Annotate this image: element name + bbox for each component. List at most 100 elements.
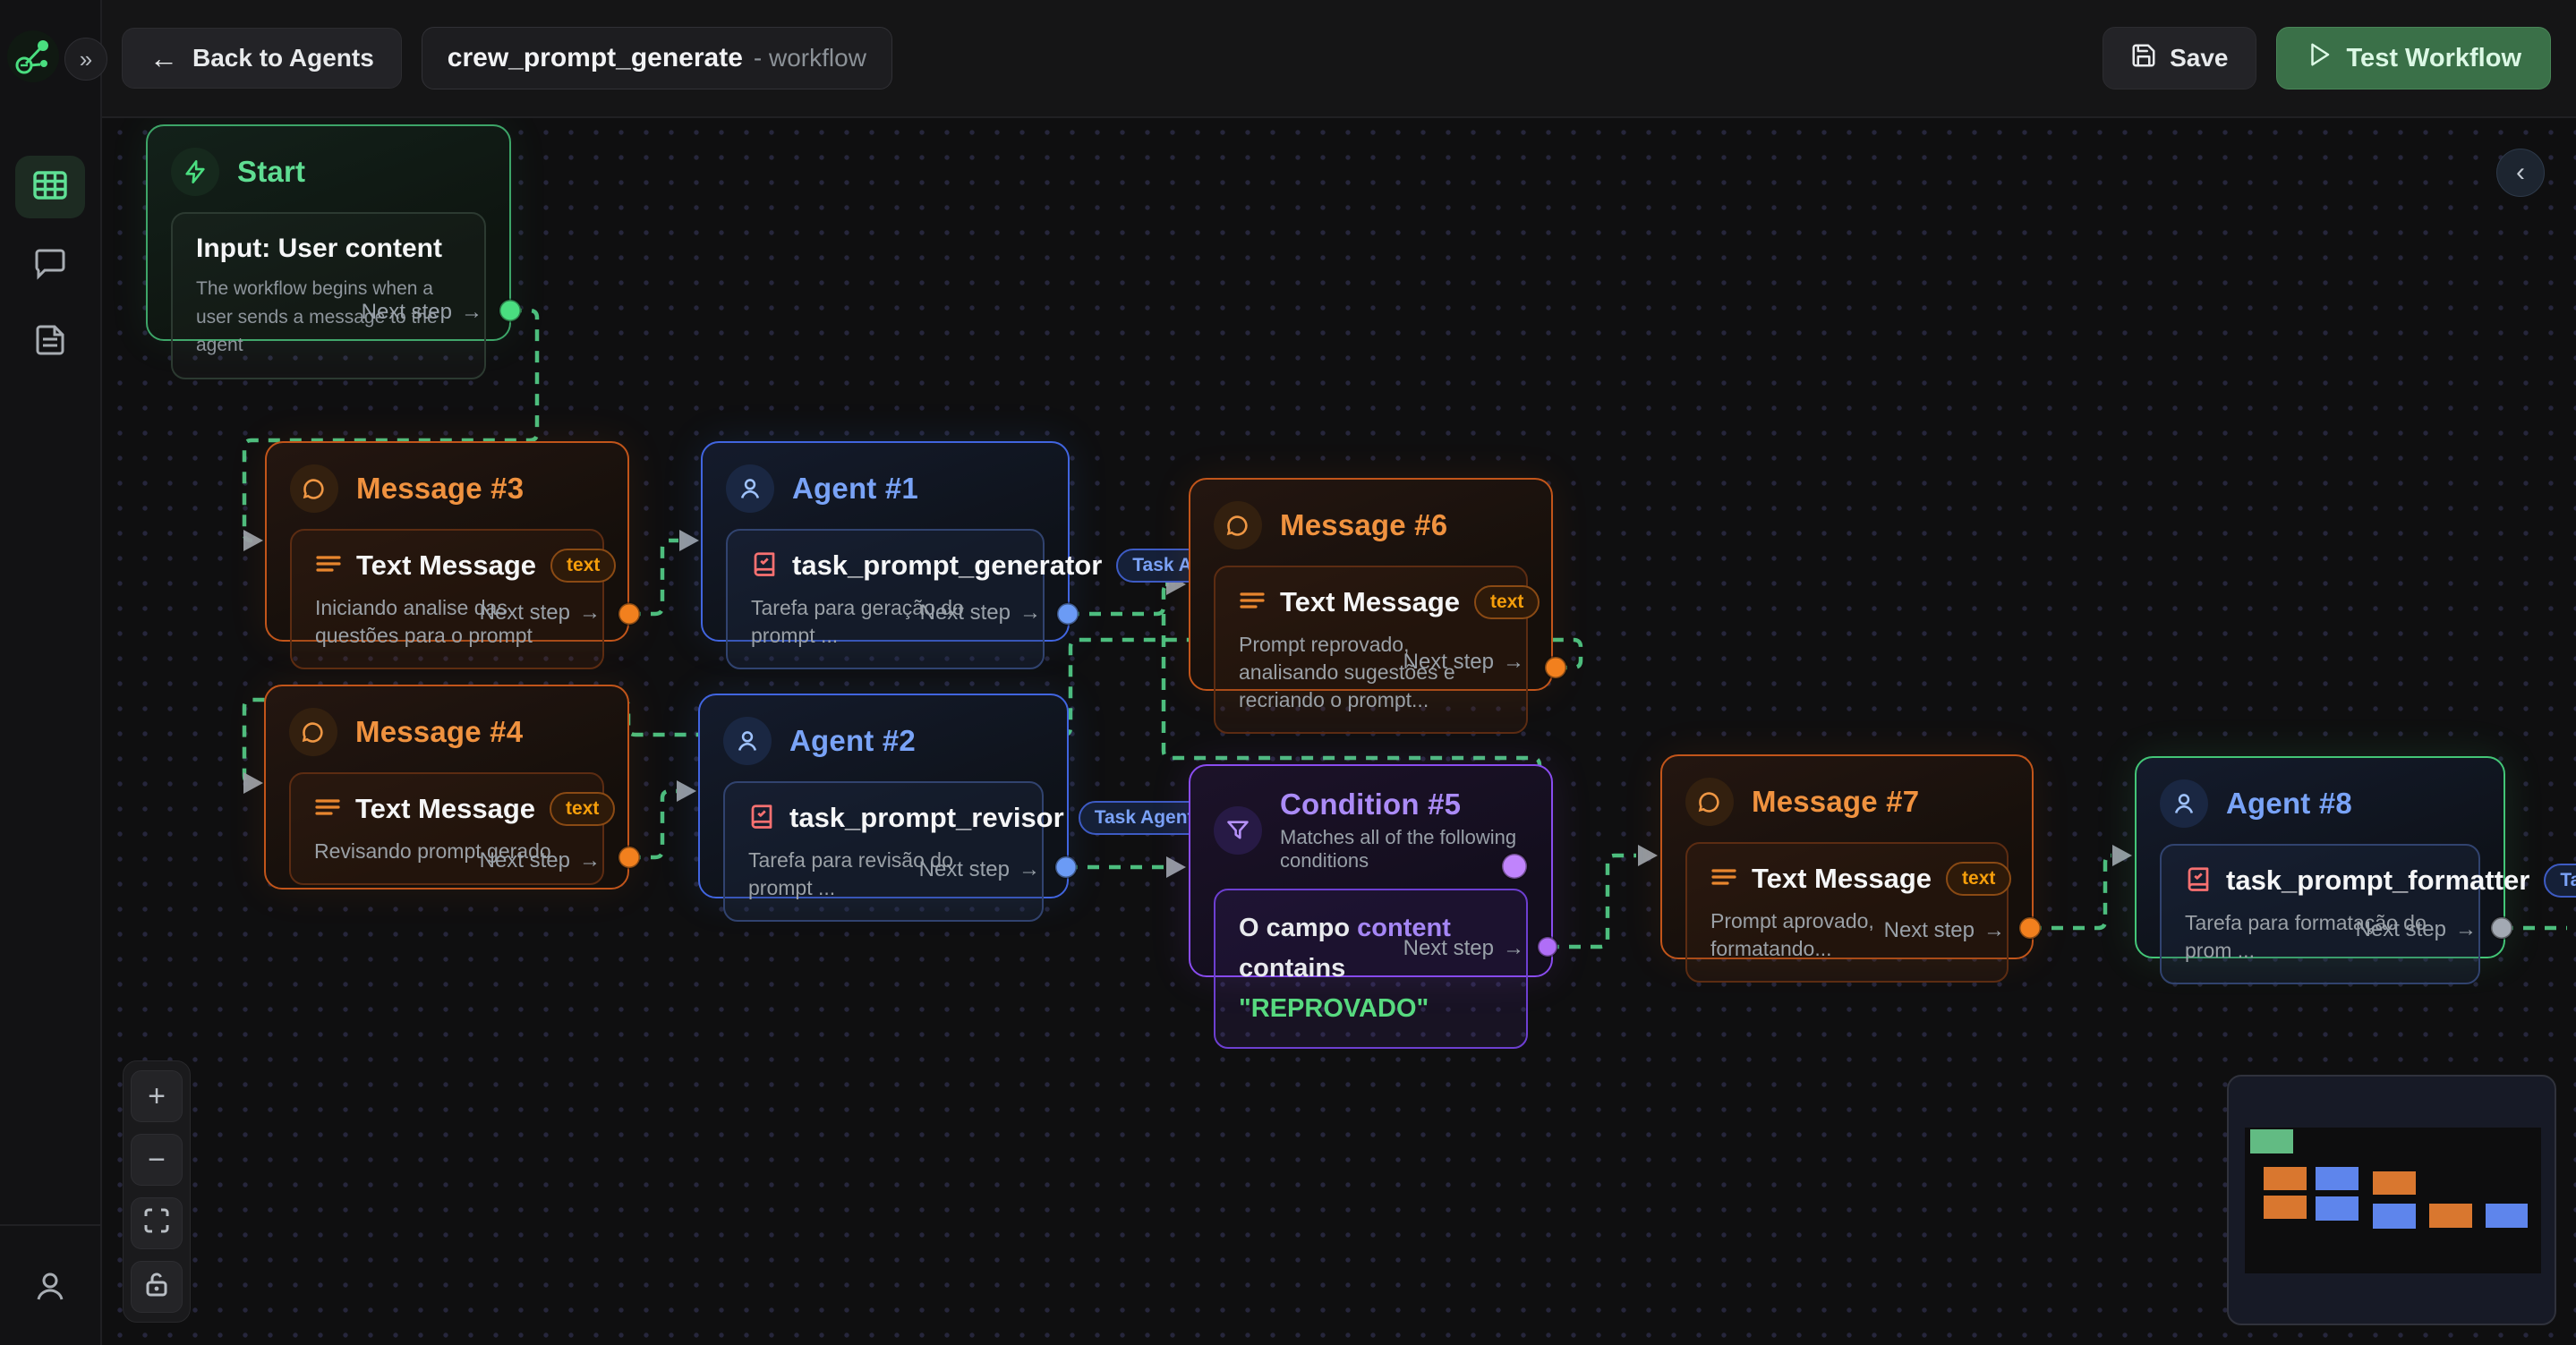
sidebar-item-account[interactable] [15, 1257, 85, 1320]
workflow-suffix: - workflow [753, 44, 866, 72]
condition-prefix: O campo [1239, 914, 1358, 942]
next-step-link[interactable]: Next step → [1403, 936, 1524, 961]
item-title: Text Message [1752, 863, 1932, 894]
node-agent2[interactable]: Agent #2 task_prompt_revisor Task Agent … [698, 694, 1210, 923]
fit-view-button[interactable] [131, 1197, 183, 1249]
chat-bubble-icon [1685, 778, 1734, 826]
sidebar-item-chats[interactable] [15, 234, 85, 297]
sidebar-divider [0, 1224, 100, 1226]
next-step-label: Next step [1883, 918, 1975, 942]
minimap-node-3 [2373, 1171, 2416, 1195]
play-icon [2306, 41, 2333, 75]
menu-icon [314, 796, 341, 823]
node-card: O campo content contains "REPROVADO" [1214, 889, 1528, 1049]
minimap[interactable] [2227, 1075, 2556, 1325]
node-cond5[interactable]: Condition #5 Matches all of the followin… [1189, 764, 1553, 1049]
next-step-link[interactable]: Next step → [480, 600, 601, 626]
node-msg7[interactable]: Message #7 Text Message text Prompt apro… [1660, 754, 2034, 983]
fit-view-icon [144, 1206, 169, 1241]
document-icon [34, 323, 66, 362]
panel-collapse-button[interactable]: ‹ [2496, 149, 2545, 197]
node-msg3[interactable]: Message #3 Text Message text Iniciando a… [265, 441, 629, 670]
next-step-label: Next step [1403, 650, 1494, 674]
zoom-in-button[interactable]: + [131, 1070, 183, 1122]
workflow-canvas[interactable]: Start Input: User content The workflow b… [100, 116, 2576, 1345]
next-step-link[interactable]: Next step → [362, 300, 482, 325]
book-check-icon [751, 550, 778, 582]
user-icon [723, 717, 772, 765]
minimap-node-4 [2264, 1196, 2307, 1219]
next-step-link[interactable]: Next step → [920, 600, 1041, 626]
user-icon [726, 464, 774, 513]
item-badge: text [1946, 862, 2012, 896]
item-badge: Task Agent [2544, 864, 2576, 898]
item-badge: text [550, 792, 616, 826]
arrow-right-icon: → [461, 300, 482, 324]
item-title: Text Message [356, 549, 537, 581]
zoom-controls: + − [123, 1060, 191, 1323]
next-step-label: Next step [2355, 917, 2446, 941]
left-sidebar: » [0, 0, 107, 1345]
next-step-link[interactable]: Next step → [1884, 918, 2005, 943]
item-description: Tarefa para geração do prompt ... [751, 596, 964, 648]
arrow-right-icon: → [1019, 857, 1040, 881]
chat-bubble-icon [1214, 501, 1262, 549]
item-description: Tarefa para revisão do prompt ... [748, 848, 953, 900]
chat-bubble-icon [289, 708, 337, 756]
node-card: task_prompt_generator Task Agent Tarefa … [726, 529, 1249, 670]
node-msg4[interactable]: Message #4 Text Message text Revisando p… [264, 685, 629, 890]
node-title: Agent #8 [2226, 787, 2352, 820]
node-msg6[interactable]: Message #6 Text Message text Prompt repr… [1189, 478, 1553, 735]
item-title: Text Message [355, 793, 536, 824]
next-step-label: Next step [479, 600, 570, 625]
sidebar-expand-button[interactable]: » [64, 38, 107, 81]
save-label: Save [2170, 44, 2229, 72]
test-workflow-button[interactable]: Test Workflow [2275, 27, 2551, 89]
next-step-link[interactable]: Next step → [2356, 917, 2477, 942]
zoom-out-button[interactable]: − [131, 1134, 183, 1186]
node-agent1[interactable]: Agent #1 task_prompt_generator Task Agen… [701, 441, 1249, 670]
arrow-right-icon: → [1503, 650, 1524, 674]
node-title: Message #3 [356, 472, 525, 505]
node-title: Agent #1 [792, 472, 918, 505]
next-step-link[interactable]: Next step → [1403, 650, 1524, 675]
arrow-right-icon: → [579, 848, 601, 873]
node-title: Start [237, 155, 306, 188]
top-bar: ← Back to Agents crew_prompt_generate - … [100, 0, 2576, 118]
node-title: Message #4 [355, 715, 524, 748]
item-description: Prompt aprovado, formatando... [1710, 909, 1874, 961]
node-start[interactable]: Start Input: User content The workflow b… [146, 124, 511, 379]
node-title: Message #7 [1752, 785, 1920, 818]
next-step-link[interactable]: Next step → [919, 857, 1040, 882]
book-check-icon [748, 803, 775, 834]
item-title: task_prompt_formatter [2226, 864, 2530, 896]
minimap-node-8 [2486, 1204, 2528, 1228]
plus-icon: + [148, 1078, 166, 1113]
lock-button[interactable] [131, 1261, 183, 1313]
save-button[interactable]: Save [2103, 27, 2256, 89]
menu-icon [315, 552, 342, 580]
lock-icon [145, 1270, 168, 1305]
node-title: Condition #5 [1280, 787, 1462, 821]
user-icon [33, 1270, 67, 1308]
next-step-link[interactable]: Next step → [480, 848, 601, 873]
node-agent8[interactable]: Agent #8 task_prompt_formatter Task Agen… [2135, 756, 2576, 985]
arrow-right-icon: → [1503, 936, 1524, 960]
minimap-node-0 [2250, 1129, 2293, 1153]
node-title: Message #6 [1280, 508, 1448, 541]
menu-icon [1710, 865, 1737, 893]
next-step-label: Next step [361, 300, 452, 324]
back-to-agents-button[interactable]: ← Back to Agents [122, 28, 402, 89]
back-to-agents-label: Back to Agents [192, 44, 374, 72]
next-step-label: Next step [918, 857, 1010, 881]
sidebar-item-workflows[interactable] [15, 156, 85, 218]
node-card: Input: User content The workflow begins … [171, 212, 486, 379]
node-title: Agent #2 [789, 724, 916, 757]
sidebar-item-documents[interactable] [15, 311, 85, 373]
item-description: Iniciando analise das questões para o pr… [315, 596, 533, 648]
arrow-left-icon: ← [149, 41, 178, 74]
app-logo[interactable] [7, 30, 59, 82]
filter-icon [1214, 805, 1262, 855]
